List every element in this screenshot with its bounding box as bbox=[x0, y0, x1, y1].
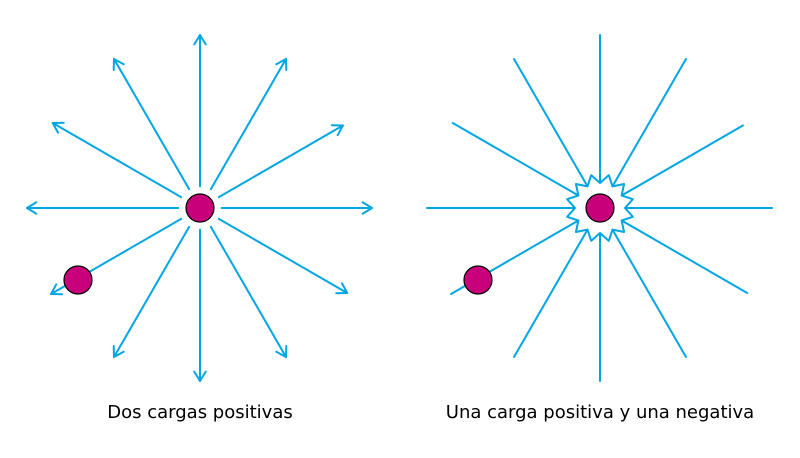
field-line bbox=[209, 224, 287, 358]
field-line bbox=[113, 58, 191, 192]
caption-two-positive-charges: Dos cargas positivas bbox=[107, 402, 293, 423]
field-line bbox=[209, 58, 287, 192]
field-arrowhead bbox=[275, 344, 288, 358]
field-line bbox=[451, 122, 584, 199]
field-line bbox=[513, 58, 591, 192]
field-line bbox=[609, 58, 687, 192]
field-line bbox=[113, 224, 191, 358]
caption-positive-and-negative-charge: Una carga positiva y una negativa bbox=[445, 402, 755, 423]
field-arrowhead bbox=[275, 58, 288, 72]
central-charge bbox=[185, 193, 215, 223]
field-arrowhead bbox=[112, 58, 125, 72]
field-line bbox=[51, 122, 184, 199]
panel-positive-and-negative-charge bbox=[426, 34, 773, 382]
field-arrowhead bbox=[112, 344, 125, 358]
panel-two-positive-charges bbox=[26, 34, 373, 382]
field-line bbox=[616, 124, 744, 199]
field-arrowhead bbox=[330, 124, 344, 137]
field-line bbox=[513, 224, 591, 358]
field-arrowhead bbox=[193, 370, 207, 382]
field-line bbox=[216, 217, 349, 294]
field-arrowhead bbox=[26, 201, 38, 215]
field-arrowhead bbox=[51, 121, 65, 134]
central-charge bbox=[585, 193, 615, 223]
moving-charge bbox=[63, 265, 93, 295]
field-arrowhead bbox=[193, 34, 207, 46]
field-line bbox=[616, 217, 749, 294]
field-arrowhead bbox=[361, 201, 373, 215]
moving-charge bbox=[463, 265, 493, 295]
field-line bbox=[216, 124, 344, 199]
field-line bbox=[609, 224, 687, 358]
field-arrowhead bbox=[335, 282, 349, 295]
field-arrowhead bbox=[50, 283, 64, 296]
